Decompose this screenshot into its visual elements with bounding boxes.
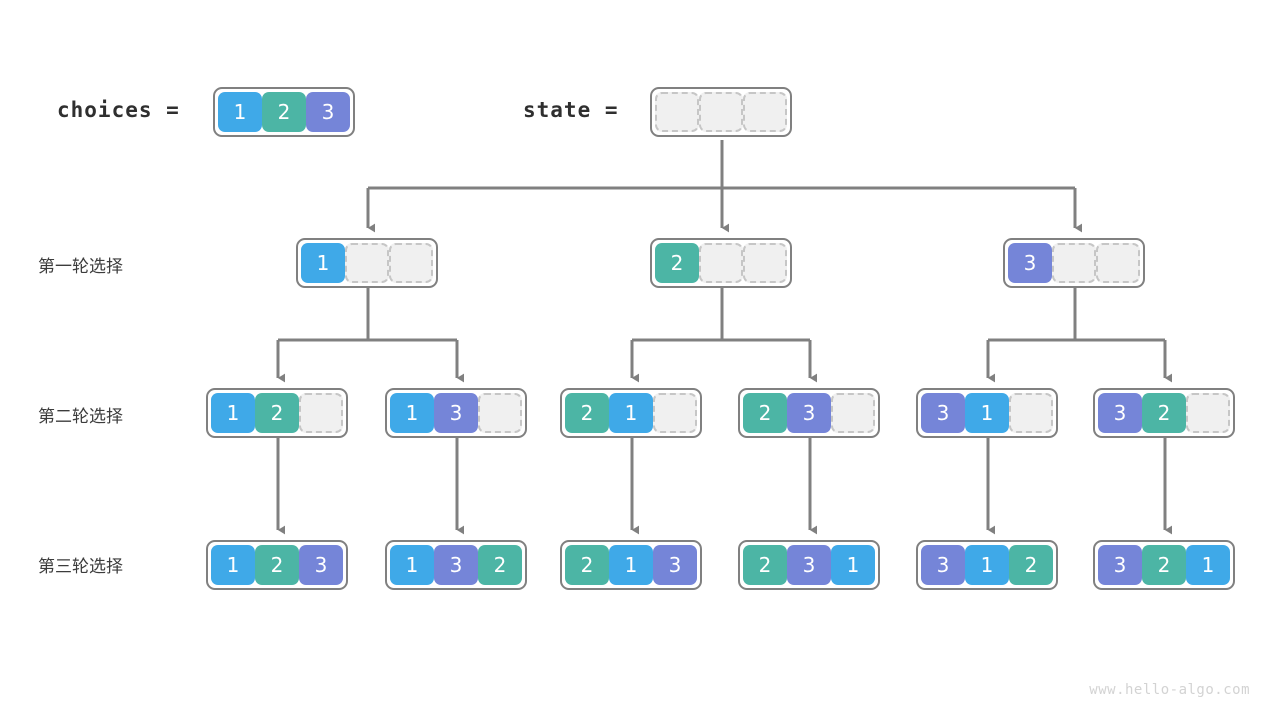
- tree-node-r3-c1-cell-3: 3: [299, 545, 343, 585]
- tree-node-r1-c1-cell-3: [389, 243, 433, 283]
- tree-node-r1-c1: 1: [296, 238, 438, 288]
- tree-node-r2-c6-cell-3: [1186, 393, 1230, 433]
- choices-cell-1: 1: [218, 92, 262, 132]
- tree-node-r3-c4-cell-3: 1: [831, 545, 875, 585]
- tree-node-r2-c3-cell-1: 2: [565, 393, 609, 433]
- tree-node-r1-c3-cell-3: [1096, 243, 1140, 283]
- tree-node-r2-c2-cell-3: [478, 393, 522, 433]
- tree-node-r2-c4-cell-2: 3: [787, 393, 831, 433]
- tree-node-r2-c1-cell-1: 1: [211, 393, 255, 433]
- row-label-round-3: 第三轮选择: [38, 557, 123, 577]
- tree-node-r1-c2-cell-2: [699, 243, 743, 283]
- tree-node-r1-c2-cell-1: 2: [655, 243, 699, 283]
- tree-node-r2-c5-cell-1: 3: [921, 393, 965, 433]
- tree-node-r2-c1-cell-3: [299, 393, 343, 433]
- state-cell-3: [743, 92, 787, 132]
- tree-node-r2-c4-cell-1: 2: [743, 393, 787, 433]
- tree-node-r3-c2-cell-1: 1: [390, 545, 434, 585]
- tree-node-r3-c3-cell-3: 3: [653, 545, 697, 585]
- tree-node-r3-c1-cell-2: 2: [255, 545, 299, 585]
- watermark: www.hello-algo.com: [1089, 682, 1250, 698]
- tree-node-r2-c6-cell-1: 3: [1098, 393, 1142, 433]
- tree-node-r3-c3-cell-2: 1: [609, 545, 653, 585]
- tree-node-r2-c3-cell-3: [653, 393, 697, 433]
- tree-node-r1-c3-cell-1: 3: [1008, 243, 1052, 283]
- tree-node-r1-c2-cell-3: [743, 243, 787, 283]
- choices-cell-2: 2: [262, 92, 306, 132]
- tree-node-r2-c5-cell-2: 1: [965, 393, 1009, 433]
- tree-node-r2-c5-cell-3: [1009, 393, 1053, 433]
- tree-node-r3-c6-cell-3: 1: [1186, 545, 1230, 585]
- state-cell-2: [699, 92, 743, 132]
- tree-node-r2-c2-cell-2: 3: [434, 393, 478, 433]
- tree-node-r3-c6-cell-2: 2: [1142, 545, 1186, 585]
- tree-node-r3-c4-cell-2: 3: [787, 545, 831, 585]
- choices-cell-3: 3: [306, 92, 350, 132]
- choices-label: choices =: [57, 98, 180, 122]
- state-label: state =: [523, 98, 619, 122]
- tree-node-r3-c5-cell-1: 3: [921, 545, 965, 585]
- tree-node-r2-c3-cell-2: 1: [609, 393, 653, 433]
- tree-node-r3-c5-cell-2: 1: [965, 545, 1009, 585]
- tree-node-r3-c4-cell-1: 2: [743, 545, 787, 585]
- tree-node-r3-c1-cell-1: 1: [211, 545, 255, 585]
- tree-node-r2-c6-cell-2: 2: [1142, 393, 1186, 433]
- tree-node-r1-c3-cell-2: [1052, 243, 1096, 283]
- state-array: [650, 87, 792, 137]
- tree-node-r1-c2: 2: [650, 238, 792, 288]
- state-cell-1: [655, 92, 699, 132]
- tree-node-r3-c6-cell-1: 3: [1098, 545, 1142, 585]
- tree-node-r2-c4-cell-3: [831, 393, 875, 433]
- tree-node-r3-c2-cell-2: 3: [434, 545, 478, 585]
- tree-node-r3-c5-cell-3: 2: [1009, 545, 1053, 585]
- tree-node-r3-c3-cell-1: 2: [565, 545, 609, 585]
- tree-node-r2-c1-cell-2: 2: [255, 393, 299, 433]
- row-label-round-2: 第二轮选择: [38, 407, 123, 427]
- tree-node-r2-c2-cell-1: 1: [390, 393, 434, 433]
- row-label-round-1: 第一轮选择: [38, 257, 123, 277]
- tree-node-r3-c2-cell-3: 2: [478, 545, 522, 585]
- tree-node-r1-c1-cell-2: [345, 243, 389, 283]
- tree-node-r1-c1-cell-1: 1: [301, 243, 345, 283]
- tree-node-r1-c3: 3: [1003, 238, 1145, 288]
